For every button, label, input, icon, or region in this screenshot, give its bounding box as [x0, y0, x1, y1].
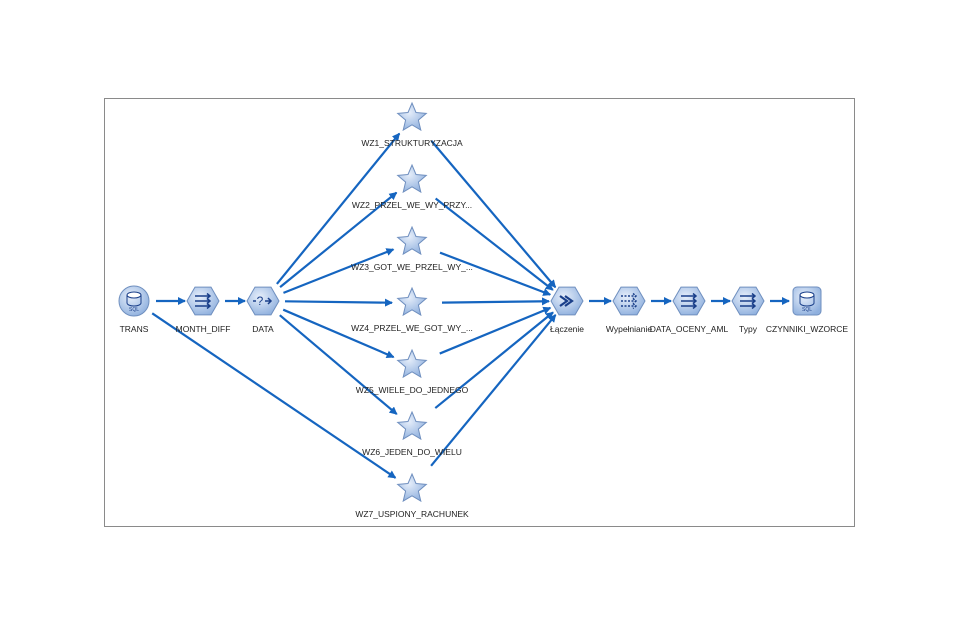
connection-wz1-merge[interactable]: [430, 140, 557, 289]
select-icon: ?: [246, 286, 280, 316]
node-wz5[interactable]: WZ5_WIELE_DO_JEDNEGO: [356, 348, 469, 395]
connection-data-wz1[interactable]: [276, 132, 401, 285]
connection-wz2-merge[interactable]: [434, 197, 554, 291]
node-label: TRANS: [120, 324, 149, 334]
supernode-star-icon: [396, 286, 428, 317]
connection-wz4-merge[interactable]: [441, 297, 551, 306]
node-label: DATA_OCENY_AML: [650, 324, 729, 334]
node-label: Wypełnianie: [606, 324, 652, 334]
node-wz3[interactable]: WZ3_GOT_WE_PRZEL_WY_...: [351, 225, 473, 272]
connection-data-wz3[interactable]: [283, 248, 395, 294]
node-wz7[interactable]: WZ7_USPIONY_RACHUNEK: [355, 472, 469, 519]
node-czynniki[interactable]: SQL CZYNNIKI_WZORCE: [766, 286, 849, 334]
node-label: WZ3_GOT_WE_PRZEL_WY_...: [351, 262, 473, 272]
svg-text:SQL: SQL: [129, 307, 139, 313]
supernode-star-icon: [396, 163, 428, 194]
node-label: WZ2_PRZEL_WE_WY_PRZY...: [352, 200, 472, 210]
node-data_oceny[interactable]: DATA_OCENY_AML: [650, 286, 729, 334]
node-wz4[interactable]: WZ4_PRZEL_WE_GOT_WY_...: [351, 286, 473, 333]
node-typy[interactable]: Typy: [731, 286, 765, 334]
supernode-star-icon: [396, 472, 428, 503]
stream-canvas[interactable]: SQL TRANS MONTH_DIFF? DATA WZ1_STRUKTURYZACJ…: [104, 98, 855, 527]
node-label: CZYNNIKI_WZORCE: [766, 324, 849, 334]
connection-data-wz4[interactable]: [284, 298, 394, 307]
supernode-star-icon: [396, 225, 428, 256]
connection-data-wz5[interactable]: [282, 308, 395, 359]
node-fill[interactable]: Wypełnianie: [606, 286, 652, 334]
supernode-star-icon: [396, 101, 428, 132]
node-month_diff[interactable]: MONTH_DIFF: [176, 286, 231, 334]
derive-icon: [186, 286, 220, 316]
node-merge[interactable]: Łączenie: [550, 286, 584, 334]
connection-wz6-merge[interactable]: [434, 311, 554, 409]
svg-text:SQL: SQL: [802, 307, 812, 313]
svg-text:?: ?: [257, 294, 264, 308]
node-label: Łączenie: [550, 324, 584, 334]
node-label: WZ6_JEDEN_DO_WIELU: [362, 447, 462, 457]
sql-source-icon: SQL: [118, 285, 150, 317]
connection-trans-wz7[interactable]: [151, 312, 397, 479]
type-icon: [731, 286, 765, 316]
node-label: WZ1_STRUKTURYZACJA: [361, 138, 463, 148]
node-label: Typy: [739, 324, 758, 334]
stream-diagram: SQL TRANS MONTH_DIFF? DATA WZ1_STRUKTURYZACJ…: [118, 101, 849, 519]
filler-icon: [612, 286, 646, 316]
connection-data-wz6[interactable]: [279, 314, 398, 415]
derive-icon: [672, 286, 706, 316]
node-wz6[interactable]: WZ6_JEDEN_DO_WIELU: [362, 410, 462, 457]
node-label: WZ5_WIELE_DO_JEDNEGO: [356, 385, 469, 395]
node-label: WZ4_PRZEL_WE_GOT_WY_...: [351, 323, 473, 333]
connection-wz7-merge[interactable]: [430, 314, 557, 467]
node-data[interactable]: ? DATA: [246, 286, 280, 334]
node-trans[interactable]: SQL TRANS: [118, 285, 150, 334]
node-label: MONTH_DIFF: [176, 324, 231, 334]
connection-data-wz2[interactable]: [279, 191, 398, 288]
connection-wz5-merge[interactable]: [439, 306, 552, 355]
sql-export-icon: SQL: [792, 286, 822, 316]
merge-icon: [550, 286, 584, 316]
connection-wz3-merge[interactable]: [439, 251, 552, 296]
node-wz1[interactable]: WZ1_STRUKTURYZACJA: [361, 101, 463, 148]
supernode-star-icon: [396, 410, 428, 441]
node-label: WZ7_USPIONY_RACHUNEK: [355, 509, 469, 519]
node-wz2[interactable]: WZ2_PRZEL_WE_WY_PRZY...: [352, 163, 472, 210]
supernode-star-icon: [396, 348, 428, 379]
node-label: DATA: [252, 324, 274, 334]
